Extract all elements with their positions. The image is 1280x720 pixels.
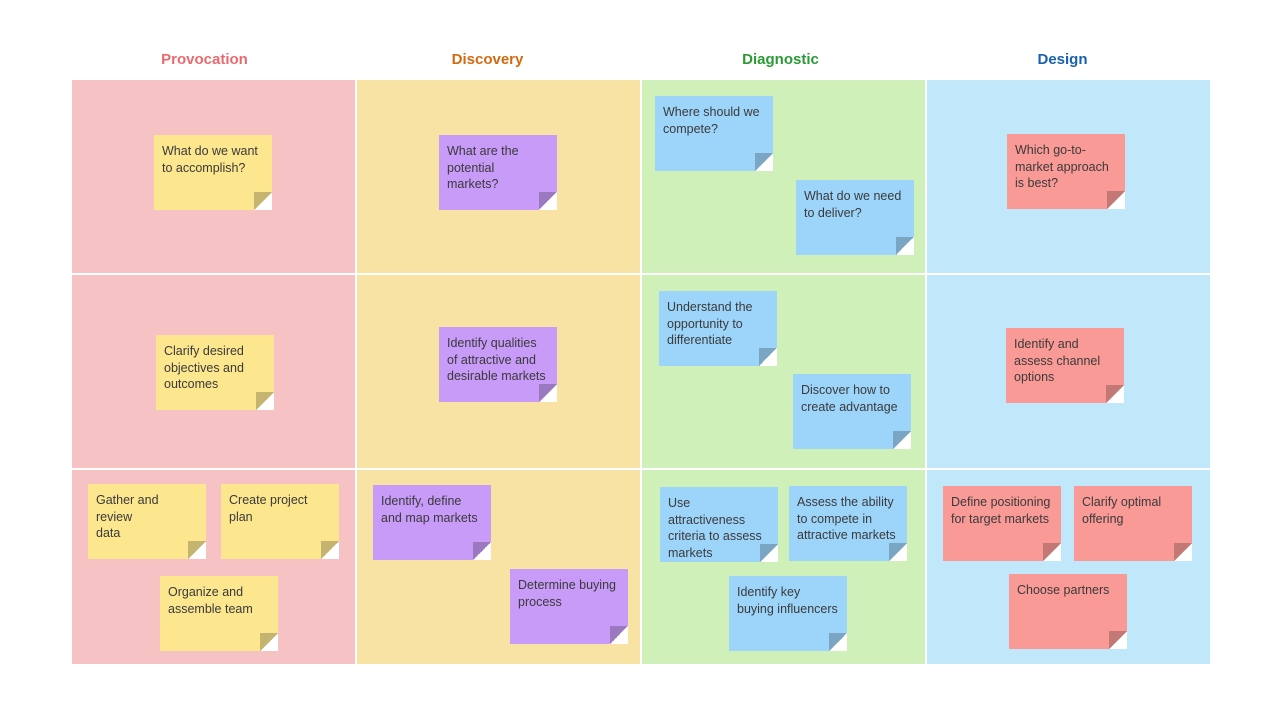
sticky-note[interactable]: Create project plan <box>221 484 339 559</box>
sticky-note[interactable]: Organize and assemble team <box>160 576 278 651</box>
sticky-note[interactable]: Clarify optimal offering <box>1074 486 1192 561</box>
sticky-note[interactable]: Discover how to create advantage <box>793 374 911 449</box>
sticky-note[interactable]: Determine buying process <box>510 569 628 644</box>
sticky-note[interactable]: Understand the opportunity to differenti… <box>659 291 777 366</box>
sticky-note[interactable]: Use attractiveness criteria to assess ma… <box>660 487 778 562</box>
sticky-note[interactable]: Gather and review data <box>88 484 206 559</box>
sticky-note[interactable]: Choose partners <box>1009 574 1127 649</box>
sticky-note[interactable]: Clarify desired objectives and outcomes <box>156 335 274 410</box>
sticky-note[interactable]: Which go-to- market approach is best? <box>1007 134 1125 209</box>
sticky-note[interactable]: Identify key buying influencers <box>729 576 847 651</box>
sticky-note[interactable]: Define positioning for target markets <box>943 486 1061 561</box>
sticky-note[interactable]: Identify, define and map markets <box>373 485 491 560</box>
sticky-note[interactable]: Where should we compete? <box>655 96 773 171</box>
sticky-note[interactable]: What are the potential markets? <box>439 135 557 210</box>
column-title-discovery: Discovery <box>451 51 524 68</box>
sticky-note[interactable]: Assess the ability to compete in attract… <box>789 486 907 561</box>
sticky-note[interactable]: Identify and assess channel options <box>1006 328 1124 403</box>
sticky-note[interactable]: Identify qualities of attractive and des… <box>439 327 557 402</box>
column-title-design: Design <box>1037 51 1088 68</box>
column-title-provocation: Provocation <box>161 51 248 68</box>
column-title-diagnostic: Diagnostic <box>742 51 819 68</box>
sticky-note[interactable]: What do we need to deliver? <box>796 180 914 255</box>
sticky-note[interactable]: What do we want to accomplish? <box>154 135 272 210</box>
